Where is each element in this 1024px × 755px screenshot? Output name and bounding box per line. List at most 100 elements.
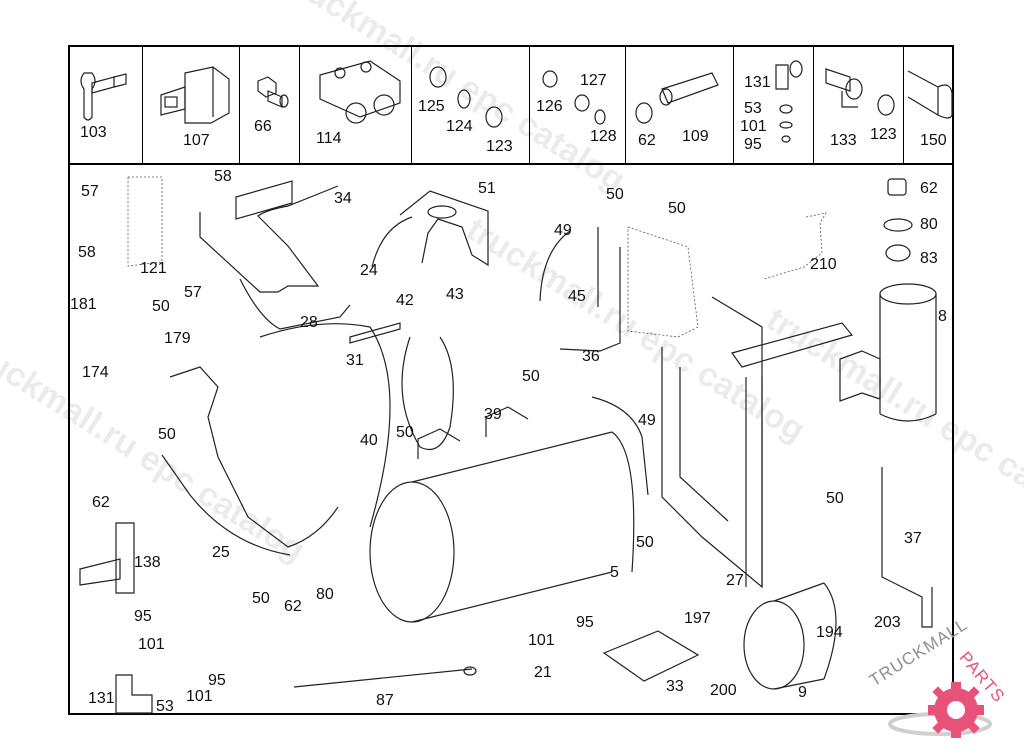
plate-33 — [602, 630, 700, 682]
bracket-plate — [627, 226, 699, 338]
callout-50: 50 — [152, 298, 170, 315]
callout-50: 50 — [636, 534, 654, 551]
part-label: 126 — [536, 98, 563, 115]
strip-cell-131-53-101-95: 131 53 101 95 — [734, 47, 814, 163]
callout-43: 43 — [446, 286, 464, 303]
callout-138: 138 — [134, 554, 161, 571]
callout-80: 80 — [316, 586, 334, 603]
callout-197: 197 — [684, 610, 711, 627]
strip-cell-103: 103 — [70, 47, 143, 163]
callout-33: 33 — [666, 678, 684, 695]
callout-200: 200 — [710, 682, 737, 699]
callout-121: 121 — [140, 260, 167, 277]
callout-179: 179 — [164, 330, 191, 347]
diagram-frame: 103 107 66 114 125 1 — [68, 45, 954, 715]
frame-27 — [661, 296, 854, 589]
tank-5 — [369, 406, 635, 623]
plug-62 — [887, 178, 907, 196]
callout-80: 80 — [920, 216, 938, 233]
callout-49: 49 — [638, 412, 656, 429]
bracket-45 — [559, 227, 621, 352]
callout-42: 42 — [396, 292, 414, 309]
part-label: 62 — [638, 132, 656, 149]
plug-washer-icons — [429, 66, 503, 128]
strip-cell-126-127-128: 126 127 128 — [530, 47, 626, 163]
callout-28: 28 — [300, 314, 318, 331]
callout-203: 203 — [874, 614, 901, 631]
coupling-icons — [635, 72, 719, 124]
callout-57: 57 — [81, 183, 99, 200]
callout-174: 174 — [82, 364, 109, 381]
bracket-28 — [199, 185, 339, 293]
callout-95: 95 — [208, 672, 226, 689]
callout-50: 50 — [606, 186, 624, 203]
strip-cell-66: 66 — [240, 47, 300, 163]
cable-loop — [401, 336, 454, 451]
truckmall-parts-logo: TRUCKMALL PARTS — [860, 615, 1024, 750]
part-label: 114 — [316, 130, 342, 147]
callout-62: 62 — [920, 180, 938, 197]
bracket-24 — [399, 190, 489, 267]
strip-cell-125-124-123: 125 124 123 — [412, 47, 530, 163]
valve-block-icon — [319, 60, 401, 124]
part-label: 127 — [580, 72, 607, 89]
part-label: 107 — [183, 132, 210, 149]
gear-logo-icon — [888, 682, 992, 738]
spring-83 — [885, 244, 911, 262]
callout-21: 21 — [534, 664, 552, 681]
callout-57: 57 — [184, 284, 202, 301]
part-label: 124 — [446, 118, 473, 135]
strap-25 — [169, 366, 339, 548]
part-label: 66 — [254, 118, 272, 135]
callout-50: 50 — [522, 368, 540, 385]
fitting-washer-icons — [542, 70, 606, 125]
callout-27: 27 — [726, 572, 744, 589]
callout-101: 101 — [528, 632, 555, 649]
exploded-view-drawing — [79, 176, 937, 714]
bolt-31 — [349, 322, 401, 344]
callout-50: 50 — [252, 590, 270, 607]
part-label: 131 — [744, 74, 771, 91]
callout-8: 8 — [938, 308, 947, 325]
callout-31: 31 — [346, 352, 364, 369]
callout-58: 58 — [214, 168, 232, 185]
part-label: 150 — [920, 132, 947, 149]
rod-87 — [293, 668, 473, 688]
callout-5: 5 — [610, 564, 619, 581]
bolt-icon — [257, 76, 289, 108]
washer-80 — [883, 218, 913, 232]
part-label: 109 — [682, 128, 709, 145]
tee-138 — [79, 522, 135, 594]
strip-cell-62-109: 62 109 — [626, 47, 734, 163]
callout-83: 83 — [920, 250, 938, 267]
callout-34: 34 — [334, 190, 352, 207]
callout-131: 131 — [88, 690, 115, 707]
bracket-210 — [763, 212, 827, 280]
callout-87: 87 — [376, 692, 394, 709]
tank-8 — [839, 283, 937, 422]
callout-24: 24 — [360, 262, 378, 279]
valve-tap-icon — [80, 72, 127, 121]
callout-95: 95 — [134, 608, 152, 625]
callout-62: 62 — [92, 494, 110, 511]
callout-51: 51 — [478, 180, 496, 197]
callout-101: 101 — [186, 688, 213, 705]
strip-cell-107: 107 — [143, 47, 240, 163]
elbow-washers-icons — [775, 60, 803, 143]
part-label: 125 — [418, 98, 445, 115]
strip-cell-114: 114 — [300, 47, 412, 163]
callout-49: 49 — [554, 222, 572, 239]
callout-50: 50 — [396, 424, 414, 441]
part-label: 123 — [486, 138, 513, 155]
callout-181: 181 — [70, 296, 97, 313]
part-label: 101 — [740, 118, 767, 135]
callout-62: 62 — [284, 598, 302, 615]
callout-50: 50 — [826, 490, 844, 507]
callout-40: 40 — [360, 432, 378, 449]
parts-strip: 103 107 66 114 125 1 — [70, 47, 953, 165]
callout-25: 25 — [212, 544, 230, 561]
tank-9 — [743, 582, 837, 690]
elbow-131 — [115, 674, 153, 714]
elbow-fitting-icons — [825, 68, 895, 116]
part-label: 133 — [830, 132, 857, 149]
